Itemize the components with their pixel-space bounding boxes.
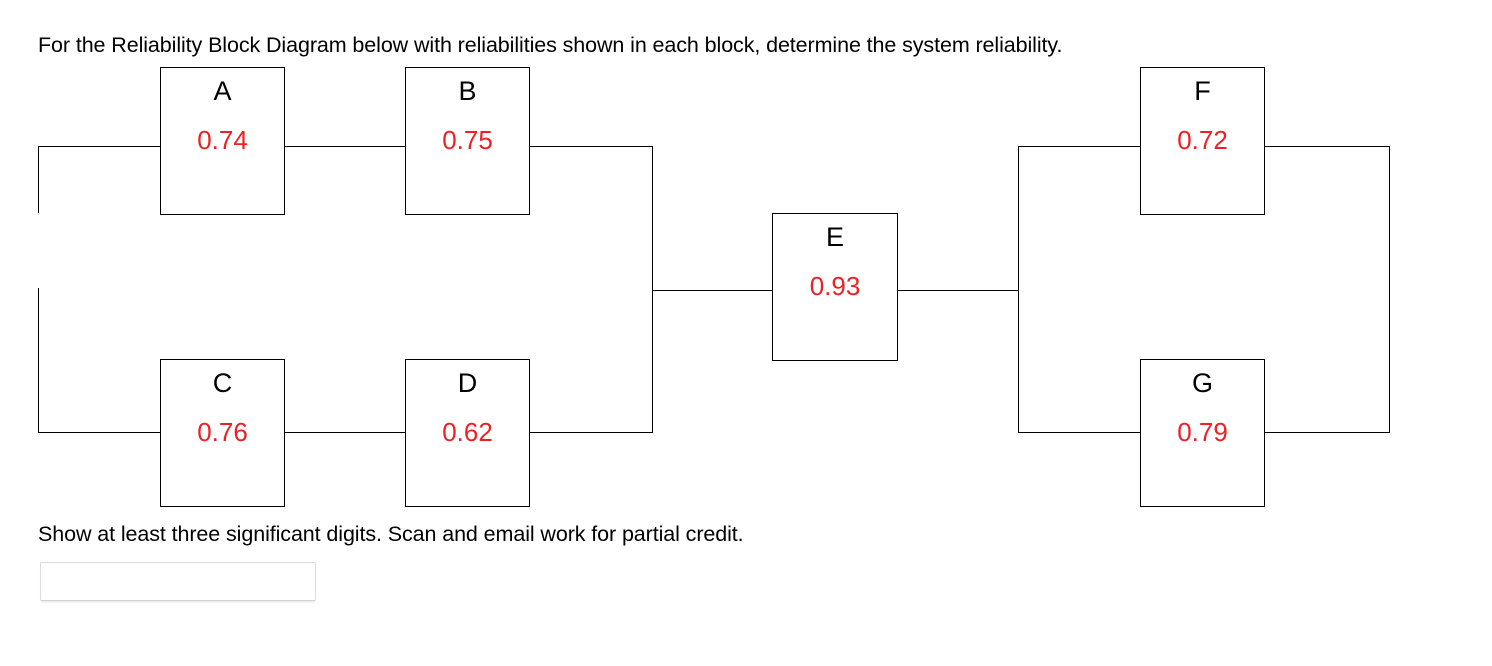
wire-block-b-to-merge-bus — [529, 146, 653, 147]
wire-block-d-to-merge-bus — [529, 432, 653, 433]
wire-block-a-to-block-b — [284, 146, 406, 147]
wire-left-to-block-c — [38, 432, 162, 433]
rbd-block-d-label: D — [457, 368, 478, 398]
rbd-block-f-label: F — [1194, 76, 1211, 106]
rbd-block-a-reliability: 0.74 — [197, 125, 248, 155]
rbd-block-c-reliability: 0.76 — [197, 417, 248, 447]
wire-split-bus-after-block-e — [1018, 146, 1019, 433]
question-prompt: For the Reliability Block Diagram below … — [38, 33, 1063, 57]
reliability-block-diagram: A 0.74 B 0.75 C 0.76 D 0.62 E 0.93 F 0.7… — [38, 67, 1390, 507]
rbd-block-b-label: B — [458, 76, 477, 106]
wire-block-c-to-block-d — [284, 432, 406, 433]
wire-right-output-bus — [1389, 146, 1390, 433]
wire-left-to-block-a — [38, 146, 162, 147]
answer-instruction-text: Show at least three significant digits. … — [38, 522, 744, 546]
wire-split-bus-to-block-f — [1018, 146, 1142, 147]
rbd-block-a: A 0.74 — [160, 67, 285, 215]
wire-left-bus-lower — [38, 288, 39, 433]
rbd-block-g-label: G — [1191, 368, 1213, 398]
rbd-block-c-label: C — [212, 368, 233, 398]
wire-split-bus-to-block-g — [1018, 432, 1142, 433]
rbd-block-g: G 0.79 — [1140, 359, 1265, 507]
rbd-block-f: F 0.72 — [1140, 67, 1265, 215]
rbd-block-b-reliability: 0.75 — [442, 125, 493, 155]
wire-left-bus-upper — [38, 146, 39, 213]
rbd-block-a-label: A — [213, 76, 232, 106]
rbd-block-e: E 0.93 — [772, 213, 898, 361]
rbd-block-b: B 0.75 — [405, 67, 530, 215]
wire-block-g-to-output-bus — [1264, 432, 1390, 433]
rbd-block-d: D 0.62 — [405, 359, 530, 507]
wire-merge-bus-before-block-e — [652, 146, 653, 433]
rbd-block-g-reliability: 0.79 — [1177, 417, 1228, 447]
rbd-block-e-reliability: 0.93 — [809, 271, 861, 301]
rbd-block-e-label: E — [825, 222, 844, 252]
rbd-block-c: C 0.76 — [160, 359, 285, 507]
wire-block-e-to-split-bus — [897, 290, 1019, 291]
rbd-block-d-reliability: 0.62 — [442, 417, 493, 447]
wire-merge-bus-to-block-e — [652, 290, 773, 291]
answer-input[interactable] — [40, 562, 316, 601]
rbd-block-f-reliability: 0.72 — [1177, 125, 1228, 155]
wire-block-f-to-output-bus — [1264, 146, 1390, 147]
